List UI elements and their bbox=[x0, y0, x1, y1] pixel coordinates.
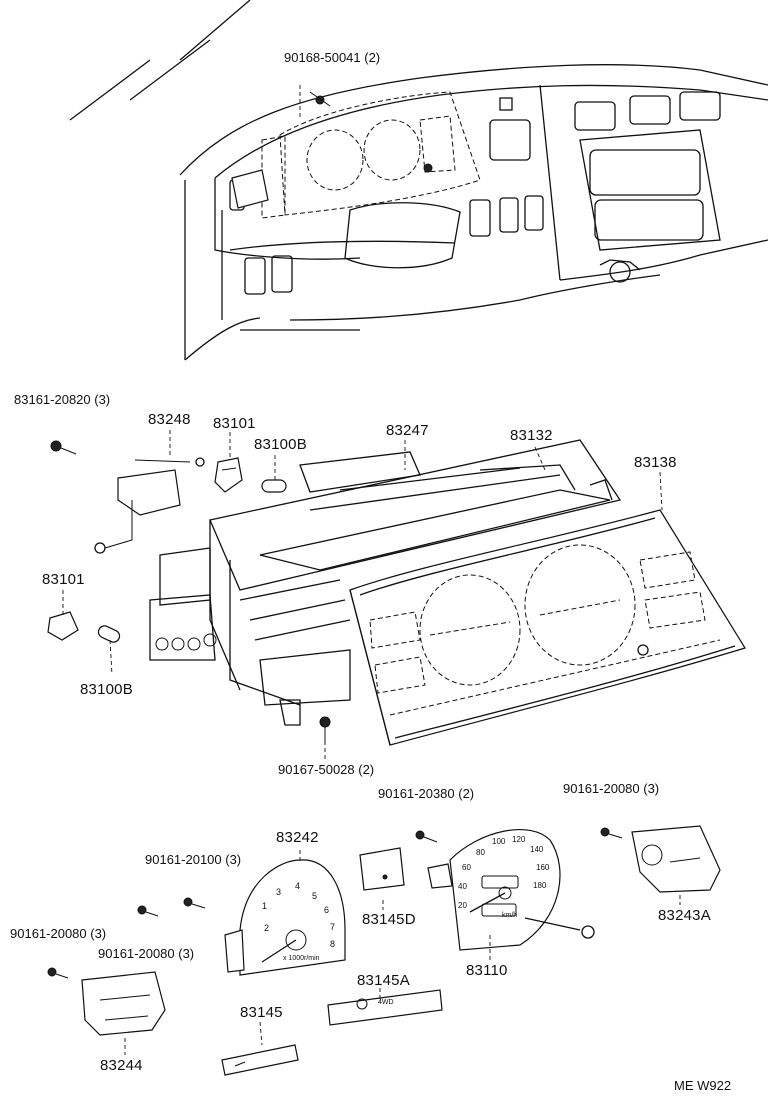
cluster-board-83132 bbox=[259, 464, 613, 571]
plate-83145 bbox=[221, 1044, 299, 1076]
label-83138: 83138 bbox=[634, 454, 677, 471]
temp-gauge-83244 bbox=[81, 971, 166, 1036]
screw-90167-50028 bbox=[319, 716, 331, 745]
label-90161-20100: 90161-20100 (3) bbox=[145, 852, 242, 867]
label-83110: 83110 bbox=[466, 962, 508, 979]
label-90168-50041: 90168-50041 (2) bbox=[284, 50, 381, 65]
label-83242: 83242 bbox=[276, 829, 319, 846]
label-83101-left: 83101 bbox=[42, 571, 85, 588]
label-90161-20380: 90161-20380 (2) bbox=[378, 786, 475, 801]
tacho-tick-7: 7 bbox=[330, 922, 336, 932]
plate-83145A bbox=[327, 989, 443, 1026]
tacho-tick-3: 3 bbox=[276, 887, 282, 897]
bulb-83100B-top bbox=[261, 479, 287, 493]
label-83100B-left: 83100B bbox=[80, 681, 133, 698]
tacho-tick-1: 1 bbox=[262, 901, 268, 911]
label-83244: 83244 bbox=[100, 1057, 143, 1074]
label-83101-top: 83101 bbox=[213, 415, 256, 432]
label-83100B-top: 83100B bbox=[254, 436, 307, 453]
tacho-tick-2: 2 bbox=[264, 923, 270, 933]
label-83145: 83145 bbox=[240, 1004, 283, 1021]
speedo-tick-80: 80 bbox=[476, 848, 485, 857]
harness-83248 bbox=[94, 457, 205, 554]
screw-83161-20820 bbox=[50, 440, 77, 455]
speedo-tick-140: 140 bbox=[530, 845, 544, 854]
tacho-tick-4: 4 bbox=[295, 881, 301, 891]
speedo-tick-20: 20 bbox=[458, 901, 467, 910]
fuel-gauge-83243A bbox=[631, 825, 721, 893]
label-83247: 83247 bbox=[386, 422, 429, 439]
dashboard-cluster-dashed bbox=[231, 85, 481, 219]
speedo-tick-60: 60 bbox=[462, 863, 471, 872]
dashboard-outline bbox=[69, 0, 768, 361]
bulb-83100B-left bbox=[97, 625, 121, 643]
socket-83101-left bbox=[47, 611, 79, 641]
label-90161-20080-left: 90161-20080 (3) bbox=[10, 926, 107, 941]
label-83161-20820: 83161-20820 (3) bbox=[14, 392, 111, 407]
label-83132: 83132 bbox=[510, 427, 553, 444]
label-90167-50028: 90167-50028 (2) bbox=[278, 762, 375, 777]
label-90161-20080-right: 90161-20080 (3) bbox=[563, 781, 660, 796]
speedo-tick-180: 180 bbox=[533, 881, 547, 890]
indicator-4wd: 4WD bbox=[378, 999, 394, 1006]
label-83145A: 83145A bbox=[357, 972, 410, 989]
speedo-tick-120: 120 bbox=[512, 835, 526, 844]
speedo-tick-100: 100 bbox=[492, 837, 506, 846]
socket-83101-top bbox=[214, 457, 243, 493]
tacho-unit: x 1000r/min bbox=[283, 955, 320, 962]
speedometer-83110 bbox=[427, 829, 595, 951]
label-90161-20080-mid: 90161-20080 (3) bbox=[98, 946, 195, 961]
tacho-tick-5: 5 bbox=[312, 891, 318, 901]
tacho-tick-6: 6 bbox=[324, 905, 330, 915]
tachometer-83242 bbox=[224, 859, 346, 976]
speedo-tick-40: 40 bbox=[458, 882, 467, 891]
lower-screws bbox=[47, 827, 623, 979]
cluster-case-83247 bbox=[149, 439, 622, 726]
plate-83145D bbox=[359, 847, 405, 891]
label-83243A: 83243A bbox=[658, 907, 711, 924]
speedo-tick-160: 160 bbox=[536, 863, 550, 872]
leader-lines bbox=[62, 430, 681, 1055]
speedo-unit: km/h bbox=[502, 912, 518, 919]
cluster-lens-83138 bbox=[349, 509, 746, 746]
tacho-tick-8: 8 bbox=[330, 939, 336, 949]
label-83248: 83248 bbox=[148, 411, 191, 428]
label-83145D: 83145D bbox=[362, 911, 416, 928]
drawing-code: ME W922 bbox=[674, 1078, 732, 1093]
